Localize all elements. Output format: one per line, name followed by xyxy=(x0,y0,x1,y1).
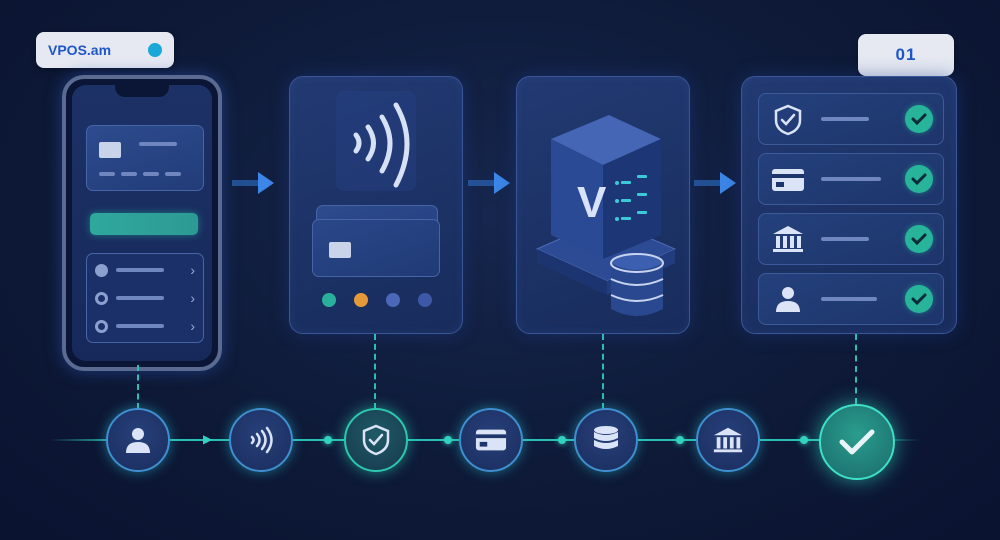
timeline-node-shield xyxy=(344,408,408,472)
phone-screen: › › › xyxy=(72,85,212,361)
timeline-dot xyxy=(676,436,684,444)
phone-device: › › › xyxy=(62,75,222,371)
verify-row-security xyxy=(758,93,944,145)
indicator-dots xyxy=(322,293,432,307)
nfc-icon xyxy=(346,97,416,198)
timeline-dot xyxy=(558,436,566,444)
list-item[interactable]: › xyxy=(95,262,195,278)
database-icon xyxy=(610,253,664,316)
list-item[interactable]: › xyxy=(95,318,195,334)
verify-row-card xyxy=(758,153,944,205)
timeline-dot xyxy=(324,436,332,444)
status-dot xyxy=(148,43,162,57)
check-icon xyxy=(905,285,933,313)
verify-row-bank xyxy=(758,213,944,265)
shield-icon xyxy=(774,104,802,136)
bank-icon xyxy=(773,226,803,252)
timeline-node-bank xyxy=(696,408,760,472)
arrow-right-icon xyxy=(232,168,278,206)
verify-row-user xyxy=(758,273,944,325)
check-icon xyxy=(905,165,933,193)
brand-badge: VPOS.am xyxy=(36,32,174,68)
server-icon: V xyxy=(535,115,677,295)
timeline-dot xyxy=(800,436,808,444)
timeline-node-nfc xyxy=(229,408,293,472)
timeline-dot xyxy=(444,436,452,444)
chevron-right-icon: › xyxy=(190,262,195,278)
options-list: › › › xyxy=(86,253,204,343)
step-label: 01 xyxy=(895,45,917,64)
user-icon xyxy=(776,287,800,312)
timeline-node-user xyxy=(106,408,170,472)
connector-line xyxy=(855,334,857,404)
connector-line xyxy=(374,334,376,409)
connector-line xyxy=(137,365,139,409)
database-icon xyxy=(594,426,618,449)
card-chip-icon xyxy=(99,142,121,158)
server-letter: V xyxy=(577,178,607,227)
connector-line xyxy=(602,334,604,409)
arrow-right-icon: ▶ xyxy=(203,432,213,446)
step-badge: 01 xyxy=(858,34,954,76)
check-icon xyxy=(839,429,875,455)
user-icon xyxy=(126,428,150,453)
contactless-panel xyxy=(289,76,463,334)
timeline-node-card xyxy=(459,408,523,472)
verification-panel xyxy=(741,76,957,334)
nfc-icon xyxy=(250,426,273,454)
list-item[interactable]: › xyxy=(95,290,195,306)
credit-card-front xyxy=(312,219,440,277)
brand-label: VPOS.am xyxy=(48,42,112,58)
pay-button[interactable] xyxy=(90,213,198,235)
arrow-right-icon xyxy=(468,168,514,206)
check-icon xyxy=(905,105,933,133)
credit-card-icon xyxy=(772,169,804,191)
arrow-right-icon xyxy=(694,168,740,206)
credit-card-icon xyxy=(475,429,507,451)
chevron-right-icon: › xyxy=(190,290,195,306)
check-icon xyxy=(905,225,933,253)
chevron-right-icon: › xyxy=(190,318,195,334)
payment-card xyxy=(86,125,204,191)
bank-icon xyxy=(713,427,743,453)
timeline-node-complete xyxy=(819,404,895,480)
shield-icon xyxy=(362,424,390,456)
server-panel: V xyxy=(516,76,690,334)
timeline-node-database xyxy=(574,408,638,472)
